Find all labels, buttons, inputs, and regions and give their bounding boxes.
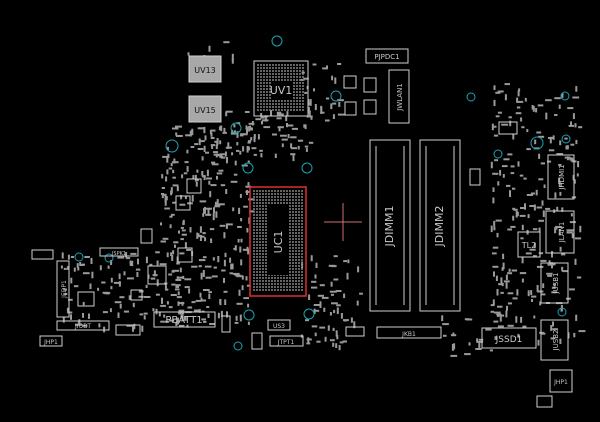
component-jlan1[interactable]: JLAN1 bbox=[545, 210, 575, 254]
jdimm1-label: JDIMM1 bbox=[383, 206, 396, 248]
pbatt1-label: PBATT1 bbox=[165, 315, 202, 326]
component-jspk1[interactable]: JSPK1 bbox=[99, 247, 139, 257]
component-jhp1-left[interactable]: JHP1 bbox=[39, 335, 63, 347]
component-jusb2[interactable]: JUSB2 bbox=[540, 319, 569, 361]
component-pbatt1[interactable]: PBATT1 bbox=[153, 311, 216, 328]
misc-outlines bbox=[31, 75, 553, 408]
component-jusb1[interactable]: JUSB1 bbox=[540, 262, 569, 304]
small-pads-layer bbox=[60, 41, 586, 357]
component-us3[interactable]: US3 bbox=[267, 319, 291, 331]
component-uv13[interactable]: UV13 bbox=[188, 55, 222, 83]
us3-label: US3 bbox=[273, 323, 285, 330]
uv13-label: UV13 bbox=[194, 66, 216, 75]
jusb2-label: JUSB2 bbox=[552, 330, 560, 352]
vias-layer bbox=[74, 35, 571, 351]
jspk1-label: JSPK1 bbox=[111, 251, 126, 257]
jiobt-label: JIOBT bbox=[74, 323, 91, 330]
uc1-label: UC1 bbox=[272, 231, 285, 254]
component-jiobt[interactable]: JIOBT bbox=[56, 320, 110, 331]
component-jdimm2[interactable]: JDIMM2 bbox=[419, 139, 461, 312]
component-pjpdc1[interactable]: PJPDC1 bbox=[365, 48, 409, 64]
uv1-label: UV1 bbox=[270, 84, 293, 97]
jhp1-left-label: JHP1 bbox=[43, 339, 58, 346]
jhp1-right-label: JHP1 bbox=[553, 379, 568, 386]
component-uc1[interactable]: UC1 bbox=[249, 186, 307, 297]
component-jhdmi1[interactable]: JHDMI1 bbox=[547, 154, 575, 200]
component-uv1[interactable]: UV1 bbox=[253, 60, 309, 117]
uv15-label: UV15 bbox=[194, 106, 216, 115]
component-jtpt1[interactable]: JTPT1 bbox=[269, 335, 304, 347]
component-jkb1[interactable]: JKB1 bbox=[376, 326, 442, 339]
component-jwlan1[interactable]: JWLAN1 bbox=[388, 69, 410, 124]
component-jedp1[interactable]: JEDP1 bbox=[56, 260, 70, 318]
jdimm2-label: JDIMM2 bbox=[433, 206, 446, 248]
component-uv15[interactable]: UV15 bbox=[188, 95, 222, 123]
crosshair-cursor-icon bbox=[324, 203, 362, 241]
jlan1-label: JLAN1 bbox=[558, 222, 566, 244]
jwlan1-label: JWLAN1 bbox=[396, 83, 404, 112]
component-jssd1[interactable]: JSSD1 bbox=[481, 327, 537, 349]
jtpt1-label: JTPT1 bbox=[277, 339, 295, 346]
component-jhp1-right[interactable]: JHP1 bbox=[549, 369, 573, 393]
jkb1-label: JKB1 bbox=[401, 331, 416, 338]
component-jdimm1[interactable]: JDIMM1 bbox=[369, 139, 411, 312]
component-tl2[interactable]: TL2 bbox=[517, 231, 541, 258]
jssd1-label: JSSD1 bbox=[495, 335, 523, 345]
tl2-label: TL2 bbox=[521, 241, 536, 250]
jusb1-label: JUSB1 bbox=[552, 273, 560, 295]
jedp1-label: JEDP1 bbox=[61, 280, 68, 299]
pjpdc1-label: PJPDC1 bbox=[374, 53, 399, 61]
uc1-selection-outline bbox=[249, 186, 307, 297]
uv1-ball-grid bbox=[257, 64, 304, 111]
jhdmi1-label: JHDMI1 bbox=[558, 164, 566, 190]
